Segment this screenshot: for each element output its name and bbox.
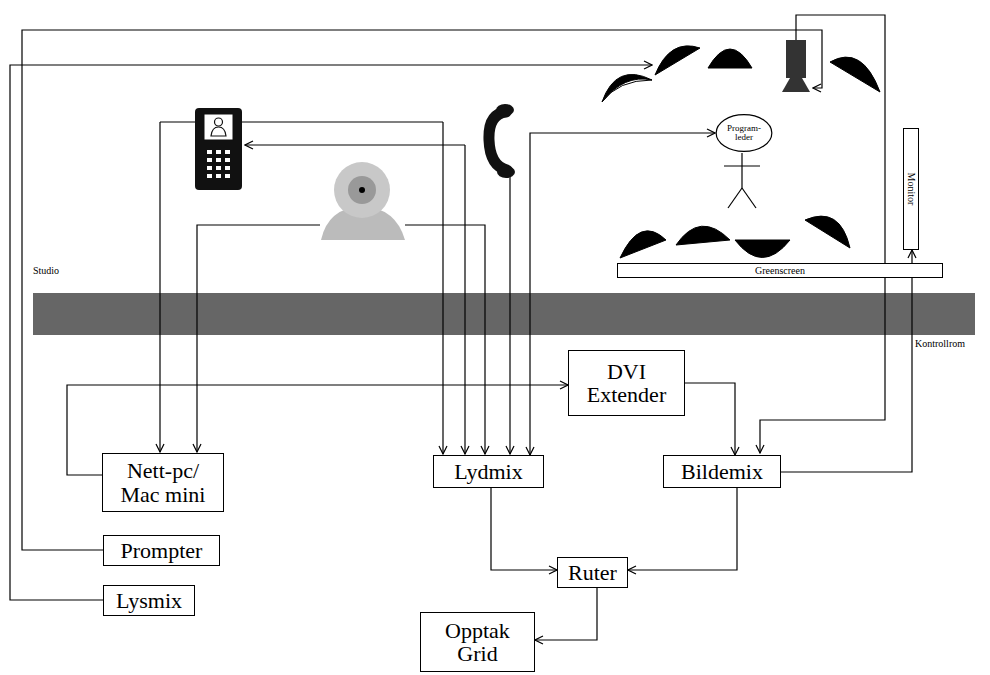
- stick-figure: [741, 153, 742, 188]
- process-box: DVI Extender: [568, 350, 685, 416]
- node-text: Nett-pc/ Mac mini: [116, 459, 211, 505]
- studio-light: [655, 46, 700, 75]
- studio-light: [708, 49, 752, 68]
- phone-person: [211, 127, 226, 136]
- studio-light: [676, 226, 730, 245]
- phone-person: [215, 118, 223, 126]
- process-box: Lydmix: [433, 455, 544, 488]
- stick-figure: [728, 188, 742, 208]
- greenscreen-bar: Greenscreen: [617, 263, 943, 278]
- phone-wire: [159, 122, 160, 452]
- process-box: Ruter: [557, 557, 628, 588]
- studio-light: [830, 57, 880, 92]
- connector: [685, 383, 735, 455]
- stick-figure: [724, 165, 760, 166]
- process-box: Nett-pc/ Mac mini: [102, 453, 224, 512]
- studio-light: [805, 216, 850, 248]
- phone-screen: [204, 114, 233, 140]
- node-text: Monitor: [906, 173, 916, 206]
- node-text: DVI Extender: [577, 360, 677, 406]
- studio-camera: [786, 40, 806, 78]
- phone-key: [216, 150, 221, 154]
- wall-band: [33, 293, 975, 335]
- studio-light: [602, 80, 652, 102]
- phone-key: [225, 158, 230, 162]
- connector: [781, 250, 912, 472]
- phone-wire: [245, 144, 465, 145]
- node-text: Bildemix: [681, 460, 763, 483]
- node-text: Opptak Grid: [438, 619, 518, 665]
- phone-wire: [442, 122, 443, 454]
- telephone-handset: [496, 104, 514, 116]
- webcam-lens: [348, 176, 376, 204]
- telephone-handset: [497, 166, 515, 178]
- phone-key: [225, 166, 230, 170]
- webcam-wire: [405, 225, 485, 454]
- light-wire: [10, 65, 652, 600]
- phone-key: [207, 158, 212, 162]
- stick-figure: [742, 188, 756, 208]
- node-text: Program- leder: [724, 124, 764, 142]
- prompter-wire: [22, 30, 822, 550]
- connector: [628, 488, 737, 570]
- phone-key: [216, 166, 221, 170]
- camera-wire: [760, 15, 885, 453]
- connector: [535, 588, 597, 640]
- region-label: Kontrollrom: [915, 338, 965, 349]
- phone-key: [207, 174, 212, 178]
- monitor-box: Monitor: [903, 128, 919, 250]
- phone-wire: [464, 145, 465, 454]
- studio-light: [602, 74, 652, 102]
- node-text: Greenscreen: [755, 265, 805, 277]
- process-box: Lysmix: [103, 585, 195, 616]
- process-box: Opptak Grid: [420, 612, 535, 672]
- telephone-wire: [509, 175, 510, 454]
- process-box: Bildemix: [663, 455, 781, 488]
- node-text: Ruter: [568, 561, 617, 584]
- studio-light: [735, 240, 790, 258]
- phone-key: [216, 174, 221, 178]
- studio-light: [620, 231, 666, 258]
- presenter-head: Program- leder: [715, 113, 773, 153]
- ellipse-outline: [716, 115, 772, 152]
- node-text: Prompter: [121, 539, 203, 562]
- studio-camera: [782, 78, 810, 92]
- node-text: Lydmix: [454, 460, 522, 483]
- phone-key: [207, 166, 212, 170]
- webcam-lens: [359, 187, 365, 193]
- phone-key: [216, 158, 221, 162]
- connector: [491, 488, 557, 570]
- mobile-phone: [195, 108, 242, 190]
- region-label: Studio: [33, 265, 59, 276]
- connector: [530, 133, 715, 455]
- phone-key: [225, 174, 230, 178]
- process-box: Prompter: [103, 535, 220, 566]
- phone-key: [207, 150, 212, 154]
- webcam: [334, 162, 390, 218]
- webcam-wire: [197, 225, 320, 452]
- phone-key: [225, 150, 230, 154]
- node-text: Lysmix: [116, 589, 182, 612]
- telephone-handset: [489, 112, 507, 170]
